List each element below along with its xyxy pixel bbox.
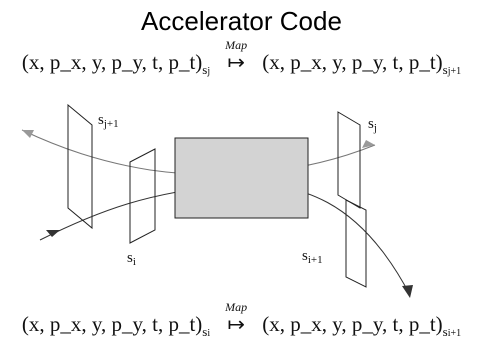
top-rhs-subscript: sj+1 [443, 62, 461, 77]
top-map-arrow: Map↦ [225, 38, 247, 75]
upper-trajectory-start-icon [362, 140, 375, 148]
bottom-rhs-sub-s: s [442, 324, 448, 339]
top-rhs-vector: (x, p_x, y, p_y, t, p_t) [262, 50, 443, 74]
bottom-map-arrow: Map↦ [225, 300, 247, 337]
plane-sj1 [67, 103, 93, 230]
plane-label-si1: si+1 [302, 248, 323, 266]
top-lhs-vector: (x, p_x, y, p_y, t, p_t) [21, 50, 203, 74]
plane-label-sj1: sj+1 [98, 112, 119, 130]
upper-trajectory [21, 129, 376, 176]
mapsto-icon: ↦ [227, 50, 245, 74]
top-lhs-sub-s: s [202, 62, 208, 77]
plane-label-sj: sj [368, 116, 377, 134]
lower-trajectory-arrowhead-right [402, 285, 413, 298]
bottom-map-equation: (x, p_x, y, p_y, t, p_t)si Map↦ (x, p_x,… [0, 300, 483, 340]
plane-si1 [345, 199, 367, 288]
bottom-rhs-subscript: si+1 [443, 324, 461, 339]
plane-label-si: si [127, 250, 136, 268]
bottom-lhs-sub-s: s [202, 324, 208, 339]
lower-trajectory-arrowhead-left [46, 230, 60, 237]
top-rhs-sub-index: j+1 [447, 66, 462, 77]
top-map-equation: (x, p_x, y, p_y, t, p_t)sj Map↦ (x, p_x,… [0, 38, 483, 78]
plane-sj [337, 111, 361, 209]
top-rhs-sub-s: s [442, 62, 448, 77]
plane-si [129, 148, 156, 244]
accelerator-diagram: sj+1 si sj si+1 [21, 103, 413, 298]
top-lhs-sub-index: j [207, 66, 211, 77]
accelerator-element [174, 137, 309, 219]
page-title: Accelerator Code [141, 6, 342, 36]
bottom-map-label: Map [225, 300, 248, 314]
top-lhs-subscript: sj [202, 62, 210, 77]
bottom-lhs-subscript: si [202, 324, 210, 339]
top-map-label: Map [225, 38, 248, 52]
bottom-lhs-vector: (x, p_x, y, p_y, t, p_t) [21, 312, 203, 336]
mapsto-icon: ↦ [227, 312, 245, 336]
bottom-rhs-vector: (x, p_x, y, p_y, t, p_t) [262, 312, 443, 336]
bottom-lhs-sub-index: i [207, 328, 211, 339]
upper-trajectory-arrowhead [22, 130, 34, 138]
bottom-rhs-sub-index: i+1 [447, 328, 462, 339]
